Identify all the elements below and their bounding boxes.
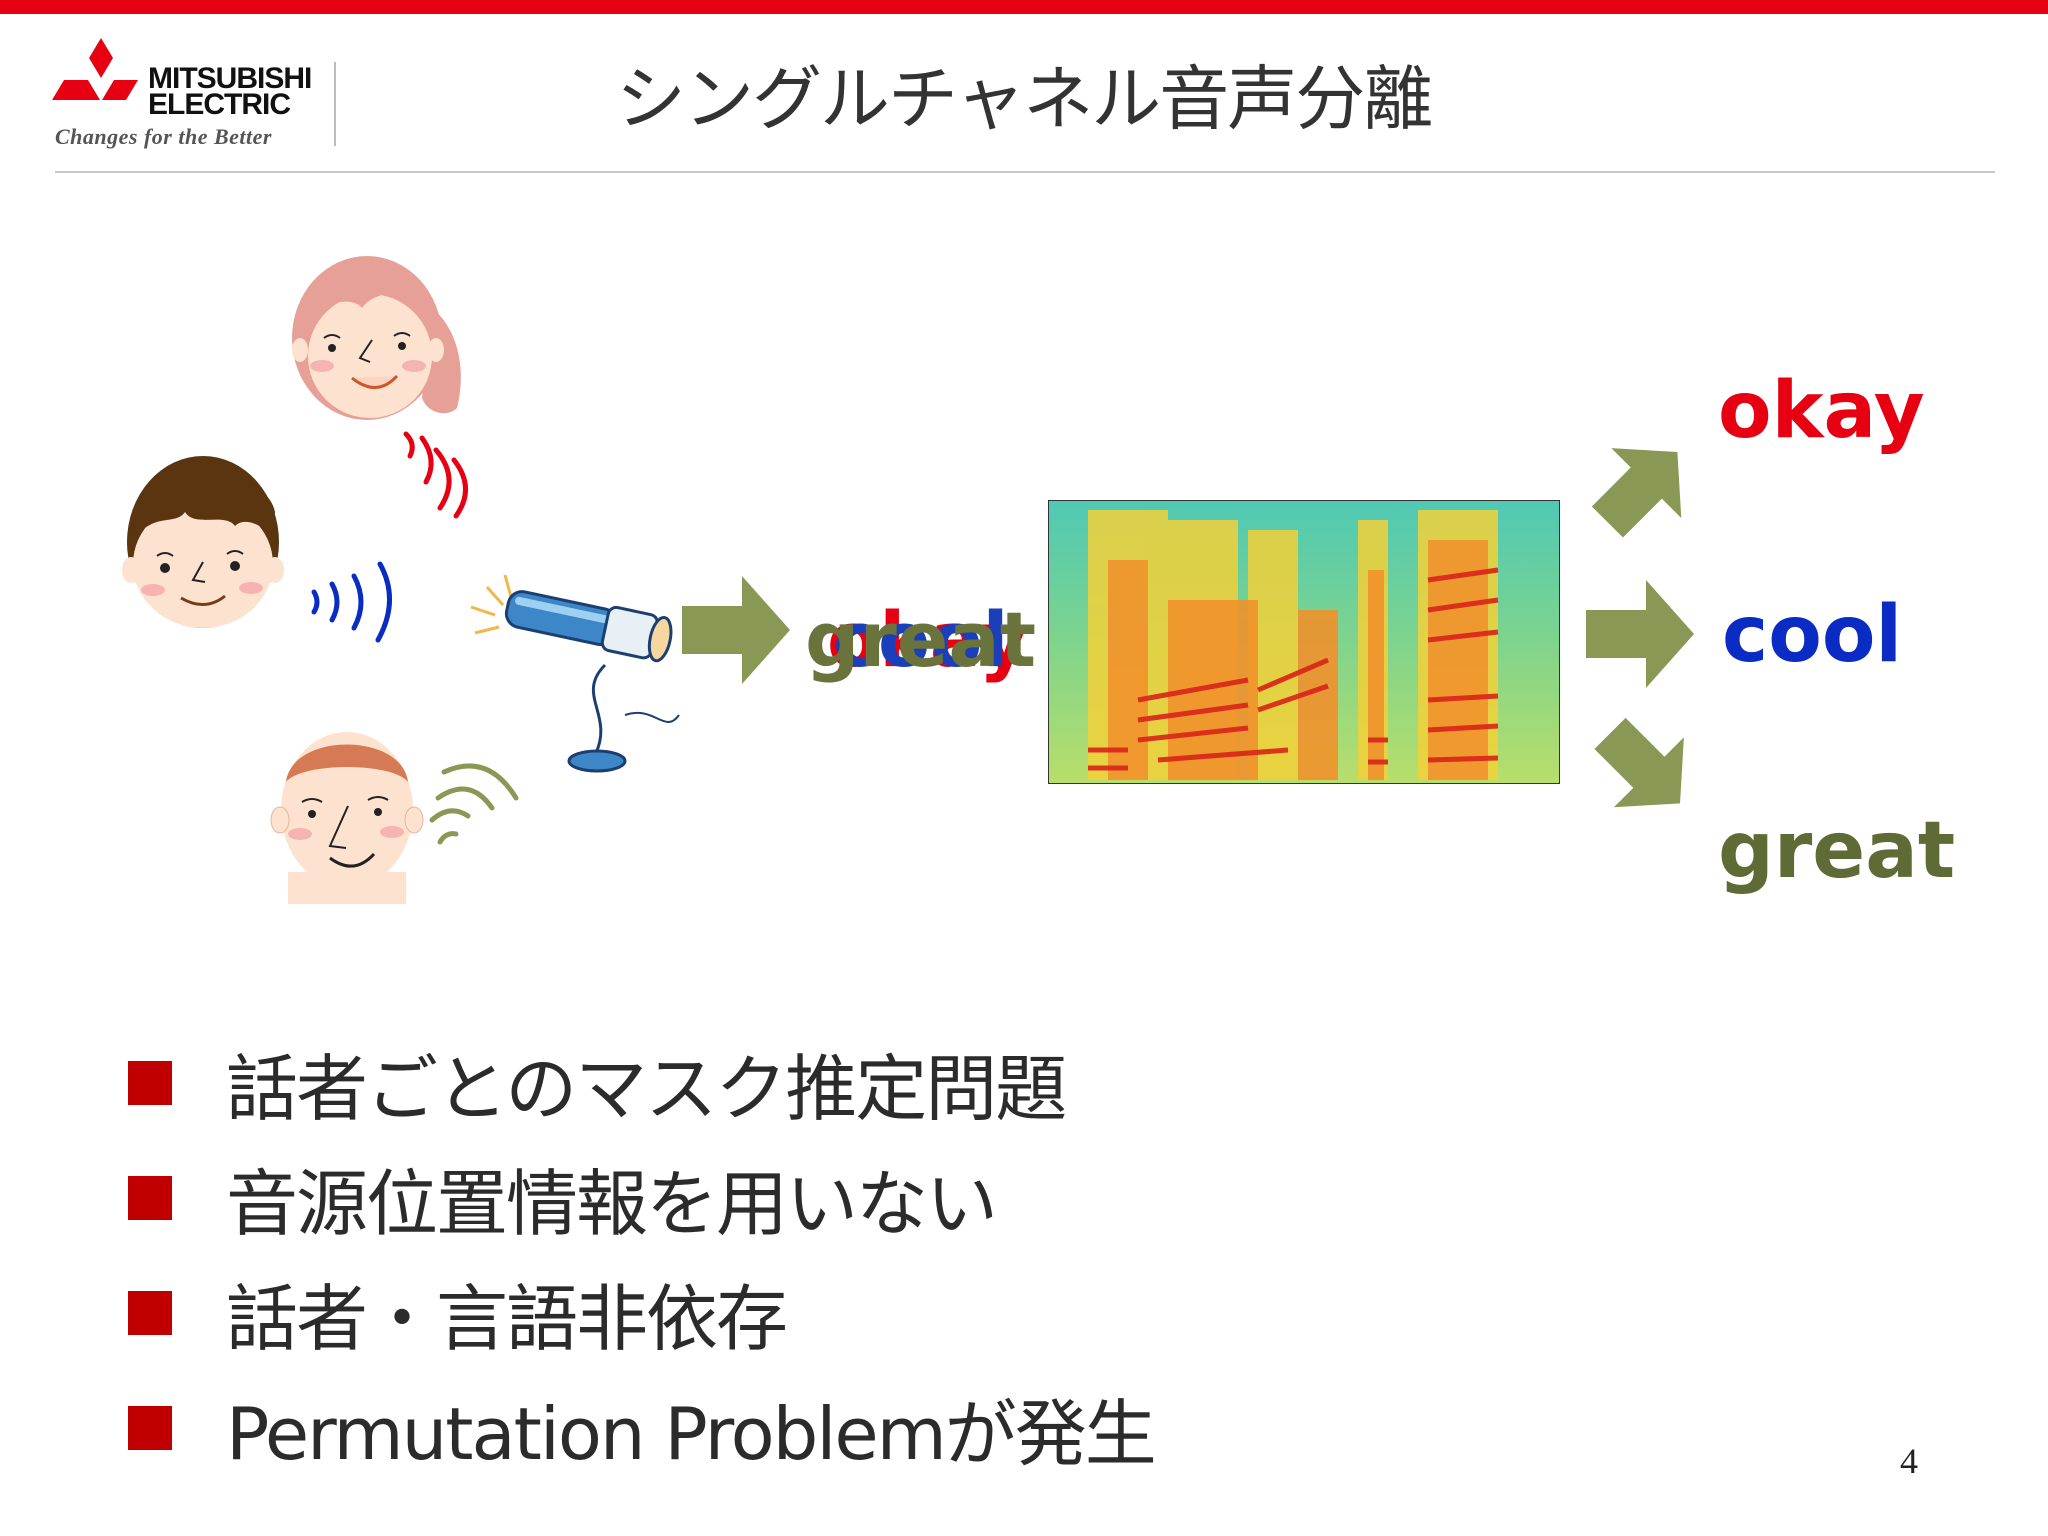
- bullet-item: 話者・言語非依存: [128, 1255, 1155, 1370]
- output-word-cool: cool: [1722, 590, 1903, 680]
- bullet-text: 話者ごとのマスク推定問題: [226, 1047, 1067, 1131]
- slide-title: シングルチャネル音声分離: [616, 58, 1433, 140]
- bullet-item: Permutation Problemが発生: [128, 1370, 1157, 1485]
- mixed-word-okay: okay: [827, 595, 1029, 684]
- output-arrow-down-right-icon: [1594, 717, 1684, 808]
- bullet-text: 話者・言語非依存: [226, 1277, 788, 1361]
- male-speaker-brown-hair-icon: [122, 456, 284, 628]
- bullet-item: 音源位置情報を用いない: [128, 1140, 1155, 1255]
- title-divider: [55, 171, 1995, 173]
- red-sound-wave-icon: [403, 431, 468, 519]
- bullet-text: Permutation Problemが発生: [226, 1392, 1157, 1476]
- output-arrow-up-right-icon: [1591, 448, 1682, 538]
- microphone-icon: [470, 574, 680, 773]
- bullet-square-icon: [128, 1060, 172, 1105]
- bullet-item: 話者ごとのマスク推定問題: [128, 1025, 1155, 1140]
- output-arrow-right-icon: [1586, 580, 1694, 688]
- bullet-text: 音源位置情報を用いない: [226, 1162, 998, 1246]
- mitsubishi-logo-icon: [52, 38, 138, 100]
- input-arrow-icon: [682, 576, 790, 684]
- output-word-okay: okay: [1718, 366, 1925, 456]
- spectrogram-image: [1048, 500, 1560, 784]
- green-sound-wave-icon: [429, 763, 519, 845]
- logo-divider: [334, 62, 336, 146]
- female-speaker-icon: [292, 256, 461, 420]
- blue-sound-wave-icon: [311, 561, 392, 643]
- brand-tagline: Changes for the Better: [55, 124, 272, 149]
- brand-name-line1: MITSUBISHI: [148, 62, 312, 95]
- mixed-word-cool: cool: [833, 595, 1009, 684]
- bullet-square-icon: [128, 1405, 172, 1450]
- brand-name-line2: ELECTRIC: [148, 88, 291, 121]
- top-accent-bar: [0, 0, 2048, 14]
- page-number: 4: [1900, 1441, 1918, 1481]
- male-speaker-bald-icon: [270, 732, 424, 904]
- mixed-word-great: great: [805, 595, 1037, 684]
- bullet-square-icon: [128, 1290, 172, 1335]
- output-word-great: great: [1718, 806, 1956, 896]
- bullet-square-icon: [128, 1175, 172, 1220]
- bullet-list: 話者ごとのマスク推定問題 音源位置情報を用いない 話者・言語非依存 Permut…: [128, 1025, 1157, 1485]
